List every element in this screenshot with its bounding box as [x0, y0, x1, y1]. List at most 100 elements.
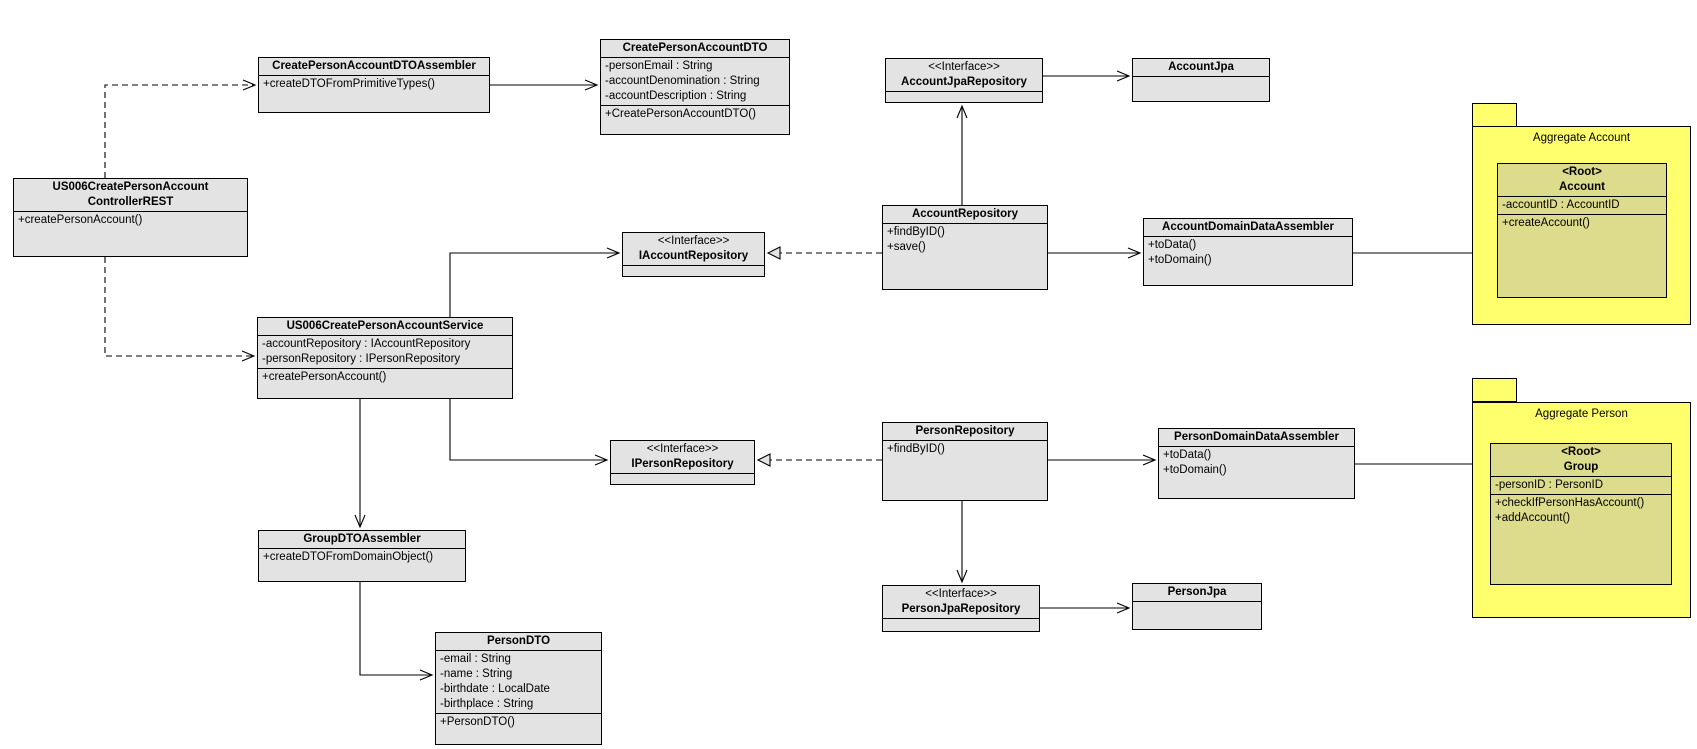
empty-compartment — [886, 92, 1042, 102]
edge-controller-to-dto-assembler — [104, 79, 257, 178]
uml-attribute: -personRepository : IPersonRepository — [262, 353, 461, 365]
methods-compartment: +findByID() +save() — [883, 224, 1047, 289]
edge-group-dto-assembler-to-person-dto — [359, 582, 434, 681]
uml-method: +toDomain() — [1148, 254, 1212, 266]
empty-compartment — [1133, 602, 1261, 629]
methods-compartment: +createPersonAccount() — [14, 212, 247, 256]
class-name: Account — [1559, 181, 1605, 193]
empty-compartment — [1133, 77, 1269, 101]
attributes-compartment: -personEmail : String -accountDenominati… — [601, 58, 789, 106]
class-title-line1: US006CreatePersonAccount — [52, 181, 209, 193]
uml-attribute: -birthplace : String — [440, 698, 534, 710]
class-create-person-account-dto-assembler: CreatePersonAccountDTOAssembler +createD… — [258, 57, 490, 113]
uml-method: +createAccount() — [1502, 217, 1590, 229]
class-group-root: <Root> Group -personID : PersonID +check… — [1490, 443, 1672, 585]
class-title: AccountJpa — [1133, 59, 1269, 77]
interface-i-account-repository: <<Interface>> IAccountRepository — [622, 232, 765, 277]
class-title: PersonRepository — [883, 423, 1047, 441]
interface-person-jpa-repository: <<Interface>> PersonJpaRepository — [882, 585, 1040, 632]
uml-attribute: -name : String — [440, 668, 513, 680]
methods-compartment: +createAccount() — [1498, 215, 1666, 297]
empty-compartment — [883, 619, 1039, 631]
uml-method: +save() — [887, 241, 926, 253]
uml-method: +findByID() — [887, 443, 945, 455]
package-tab-aggregate-account — [1472, 103, 1517, 127]
class-account-root: <Root> Account -accountID : AccountID +c… — [1497, 163, 1667, 298]
uml-method: +toData() — [1148, 239, 1197, 251]
class-title: <<Interface>> AccountJpaRepository — [886, 59, 1042, 92]
edge-service-to-i-person-repository — [449, 399, 609, 466]
methods-compartment: +createPersonAccount() — [258, 369, 512, 398]
package-label: Aggregate Person — [1535, 408, 1628, 420]
attributes-compartment: -email : String -name : String -birthdat… — [436, 651, 601, 714]
class-title: CreatePersonAccountDTOAssembler — [259, 58, 489, 76]
package-label: Aggregate Account — [1532, 132, 1631, 144]
class-account-domain-data-assembler: AccountDomainDataAssembler +toData() +to… — [1143, 218, 1353, 286]
class-title-line2: ControllerREST — [87, 196, 174, 208]
class-group-dto-assembler: GroupDTOAssembler +createDTOFromDomainOb… — [258, 530, 466, 582]
class-title: <Root> Account — [1498, 164, 1666, 197]
interface-account-jpa-repository: <<Interface>> AccountJpaRepository — [885, 58, 1043, 103]
methods-compartment: +createDTOFromDomainObject() — [259, 549, 465, 581]
stereotype-label: <Root> — [1561, 446, 1601, 458]
uml-method: +PersonDTO() — [440, 716, 515, 728]
class-us006-controller-rest: US006CreatePersonAccount ControllerREST … — [13, 178, 248, 257]
uml-attribute: -birthdate : LocalDate — [440, 683, 550, 695]
interface-name: PersonJpaRepository — [901, 603, 1021, 615]
methods-compartment: +checkIfPersonHasAccount() +addAccount() — [1491, 495, 1671, 584]
class-name: Group — [1563, 461, 1599, 473]
class-person-jpa: PersonJpa — [1132, 583, 1262, 630]
uml-method: +toData() — [1163, 449, 1212, 461]
uml-attribute: -email : String — [440, 653, 511, 665]
attributes-compartment: -accountID : AccountID — [1498, 197, 1666, 215]
empty-compartment — [623, 266, 764, 276]
uml-method: +findByID() — [887, 226, 945, 238]
uml-method: +createDTOFromPrimitiveTypes() — [263, 78, 436, 90]
uml-attribute: -accountDenomination : String — [605, 75, 760, 87]
stereotype-label: <<Interface>> — [925, 588, 997, 600]
uml-method: +createPersonAccount() — [18, 214, 143, 226]
attributes-compartment: -personID : PersonID — [1491, 477, 1671, 495]
class-title: AccountRepository — [883, 206, 1047, 224]
class-person-domain-data-assembler: PersonDomainDataAssembler +toData() +toD… — [1158, 428, 1355, 499]
methods-compartment: +PersonDTO() — [436, 714, 601, 744]
class-us006-service: US006CreatePersonAccountService -account… — [257, 317, 513, 399]
edge-controller-to-service — [104, 257, 256, 362]
class-title: US006CreatePersonAccount ControllerREST — [14, 179, 247, 212]
class-person-dto: PersonDTO -email : String -name : String… — [435, 632, 602, 745]
class-title: PersonDTO — [436, 633, 601, 651]
uml-method: +CreatePersonAccountDTO() — [605, 108, 756, 120]
class-account-repository: AccountRepository +findByID() +save() — [882, 205, 1048, 290]
stereotype-label: <<Interface>> — [657, 235, 730, 247]
uml-method: +createPersonAccount() — [262, 371, 387, 383]
methods-compartment: +toData() +toDomain() — [1159, 447, 1354, 498]
uml-method: +createDTOFromDomainObject() — [263, 551, 434, 563]
class-account-jpa: AccountJpa — [1132, 58, 1270, 102]
methods-compartment: +toData() +toDomain() — [1144, 237, 1352, 285]
class-create-person-account-dto: CreatePersonAccountDTO -personEmail : St… — [600, 39, 790, 135]
uml-attribute: -accountRepository : IAccountRepository — [262, 338, 471, 350]
uml-attribute: -accountID : AccountID — [1502, 199, 1620, 211]
class-title: <<Interface>> PersonJpaRepository — [883, 586, 1039, 619]
class-title: PersonDomainDataAssembler — [1159, 429, 1354, 447]
class-person-repository: PersonRepository +findByID() — [882, 422, 1048, 501]
stereotype-label: <<Interface>> — [928, 61, 1000, 73]
package-tab-aggregate-person — [1472, 378, 1517, 402]
uml-attribute: -personID : PersonID — [1495, 479, 1604, 491]
interface-name: IAccountRepository — [638, 250, 749, 262]
empty-compartment — [611, 474, 754, 484]
uml-method: +checkIfPersonHasAccount() — [1495, 497, 1645, 509]
uml-attribute: -personEmail : String — [605, 60, 713, 72]
methods-compartment: +findByID() — [883, 441, 1047, 500]
class-title: <<Interface>> IAccountRepository — [623, 233, 764, 266]
class-title: PersonJpa — [1133, 584, 1261, 602]
methods-compartment: +CreatePersonAccountDTO() — [601, 106, 789, 134]
class-title: GroupDTOAssembler — [259, 531, 465, 549]
uml-attribute: -accountDescription : String — [605, 90, 747, 102]
uml-method: +toDomain() — [1163, 464, 1227, 476]
class-title: <Root> Group — [1491, 444, 1671, 477]
class-title: <<Interface>> IPersonRepository — [611, 441, 754, 474]
stereotype-label: <<Interface>> — [646, 443, 719, 455]
